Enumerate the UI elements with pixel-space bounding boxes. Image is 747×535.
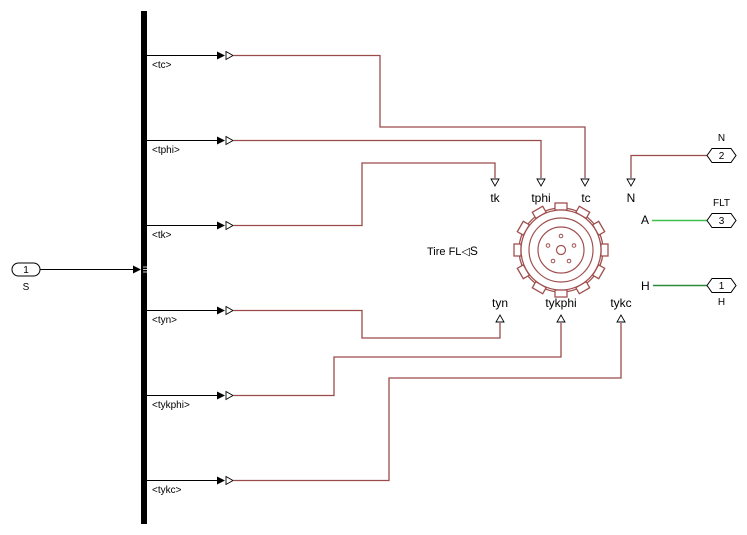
bus-output-tk[interactable]: <tk>	[147, 221, 225, 242]
inport-number: 1	[23, 265, 29, 276]
tire-port-tk-marker[interactable]	[490, 178, 500, 187]
tire-port-label-tykphi: tykphi	[545, 296, 576, 310]
connection-tyn[interactable]	[233, 309, 501, 339]
outport-name: N	[718, 133, 725, 144]
inport-name: S	[23, 282, 30, 293]
ps-converter-tc[interactable]	[225, 50, 234, 61]
tire-port-label-tykc: tykc	[610, 296, 631, 310]
tire-port-label-tk: tk	[490, 191, 500, 205]
outport-n[interactable]: 2 N	[706, 133, 737, 163]
bus-output-tphi[interactable]: <tphi>	[147, 136, 225, 157]
tire-port-label-a: A	[641, 213, 649, 227]
connection-tykc[interactable]	[233, 323, 622, 482]
outport-flt[interactable]: 3 FLT	[706, 198, 737, 228]
tire-icon[interactable]	[513, 202, 609, 298]
outport-name: FLT	[713, 198, 730, 209]
connection-tk[interactable]	[233, 162, 496, 227]
connection-tphi[interactable]	[233, 139, 542, 179]
tire-port-n-marker[interactable]	[626, 178, 636, 187]
tire-port-label-tyn: tyn	[492, 296, 508, 310]
bus-signal-label: <tykphi>	[152, 400, 190, 411]
tire-port-tyn-marker[interactable]	[495, 314, 505, 323]
tire-port-tykphi-marker[interactable]	[556, 314, 566, 323]
ps-converter-tykc[interactable]	[225, 475, 234, 486]
tire-port-label-tc: tc	[581, 191, 590, 205]
bus-input-port-icon	[143, 266, 147, 273]
connection-n[interactable]	[630, 154, 707, 179]
outport-number: 3	[719, 216, 725, 227]
tire-port-tc-marker[interactable]	[580, 178, 590, 187]
ps-converter-tyn[interactable]	[225, 305, 234, 316]
connection-tc[interactable]	[233, 54, 586, 179]
ps-converter-tphi[interactable]	[225, 135, 234, 146]
bus-output-tykc[interactable]: <tykc>	[147, 476, 225, 497]
inport-block[interactable]: 1 S	[11, 262, 41, 293]
outport-number: 1	[719, 281, 725, 292]
tire-port-tphi-marker[interactable]	[536, 178, 546, 187]
tire-block-name: Tire FL◁S	[427, 244, 478, 258]
tire-port-label-tphi: tphi	[531, 191, 550, 205]
bus-output-tyn[interactable]: <tyn>	[147, 306, 225, 327]
outport-number: 2	[719, 151, 725, 162]
bus-signal-label: <tk>	[152, 230, 172, 241]
tire-port-tykc-marker[interactable]	[616, 314, 626, 323]
tire-port-label-n: N	[627, 191, 636, 205]
bus-selector-bar[interactable]	[141, 11, 147, 524]
bus-signal-label: <tc>	[152, 60, 172, 71]
bus-signal-label: <tykc>	[152, 485, 182, 496]
tire-port-label-h: H	[641, 279, 650, 293]
bus-signal-label: <tyn>	[152, 315, 177, 326]
bus-signal-label: <tphi>	[152, 145, 180, 156]
outport-name: H	[718, 297, 725, 308]
outport-h[interactable]: 1 H	[706, 278, 737, 309]
ps-converter-tk[interactable]	[225, 220, 234, 231]
bus-output-tykphi[interactable]: <tykphi>	[147, 391, 225, 412]
bus-output-tc[interactable]: <tc>	[147, 51, 225, 72]
ps-converter-tykphi[interactable]	[225, 390, 234, 401]
connection-tykphi[interactable]	[233, 323, 562, 397]
